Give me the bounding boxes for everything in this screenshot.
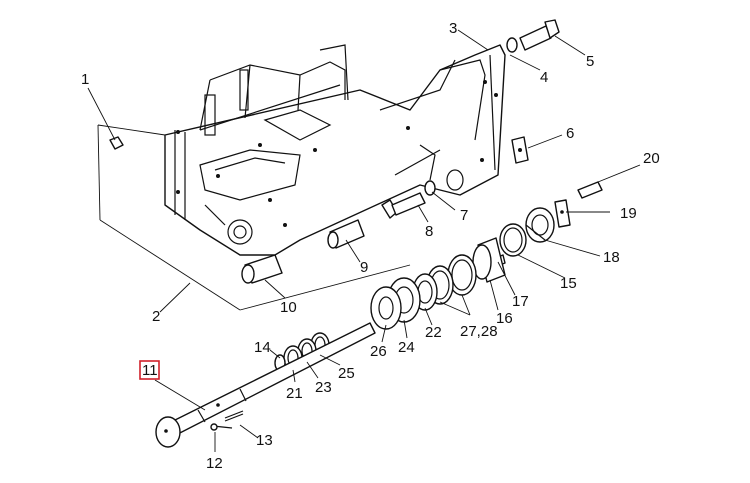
callout-11-highlight-box [139,360,160,380]
part-5-bolt [519,19,560,51]
part-6-plate [511,136,529,164]
callout-19: 19 [620,205,637,222]
part-11-shaft [155,322,376,448]
callout-2: 2 [152,308,160,325]
leader-lines [87,29,641,452]
callout-3: 3 [449,20,457,37]
callout-16: 16 [496,310,513,327]
callout-13: 13 [256,432,273,449]
callout-labels: 1 2 3 4 5 6 7 8 9 10 11 12 13 14 15 16 1… [81,20,660,472]
part-19-plate [554,199,571,228]
callout-5: 5 [586,53,594,70]
callout-17: 17 [512,293,529,310]
callout-6: 6 [566,125,574,142]
part-12-pin [210,423,233,431]
part-15-seal [499,223,527,257]
callout-15: 15 [560,275,577,292]
part-16-ring [472,237,506,283]
callout-9: 9 [360,259,368,276]
callout-14: 14 [254,339,271,356]
callout-7: 7 [460,207,468,224]
part-9-bushing [327,219,365,249]
callout-26: 26 [370,343,387,360]
callout-18: 18 [603,249,620,266]
callout-27-28: 27,28 [460,323,498,340]
callout-12: 12 [206,455,223,472]
frame-housing [164,44,506,256]
callout-10: 10 [280,299,297,316]
part-13-cotter-pin [224,410,244,422]
part-4-washer [506,37,518,53]
part-18-cap [525,207,555,243]
callout-20: 20 [643,150,660,167]
part-7-washer [424,180,436,196]
part-26-ring [370,286,402,330]
part-10-bushing [241,254,283,284]
callout-8: 8 [425,223,433,240]
callout-4: 4 [540,69,548,86]
part-1-nipple [109,136,124,150]
callout-23: 23 [315,379,332,396]
part-8-bolt [381,192,426,219]
callout-11: 11 [142,362,158,379]
callout-22: 22 [425,324,442,341]
part-20-nipple [577,181,603,199]
callout-24: 24 [398,339,415,356]
callout-21: 21 [286,385,303,402]
callout-1: 1 [81,71,89,88]
callout-25: 25 [338,365,355,382]
